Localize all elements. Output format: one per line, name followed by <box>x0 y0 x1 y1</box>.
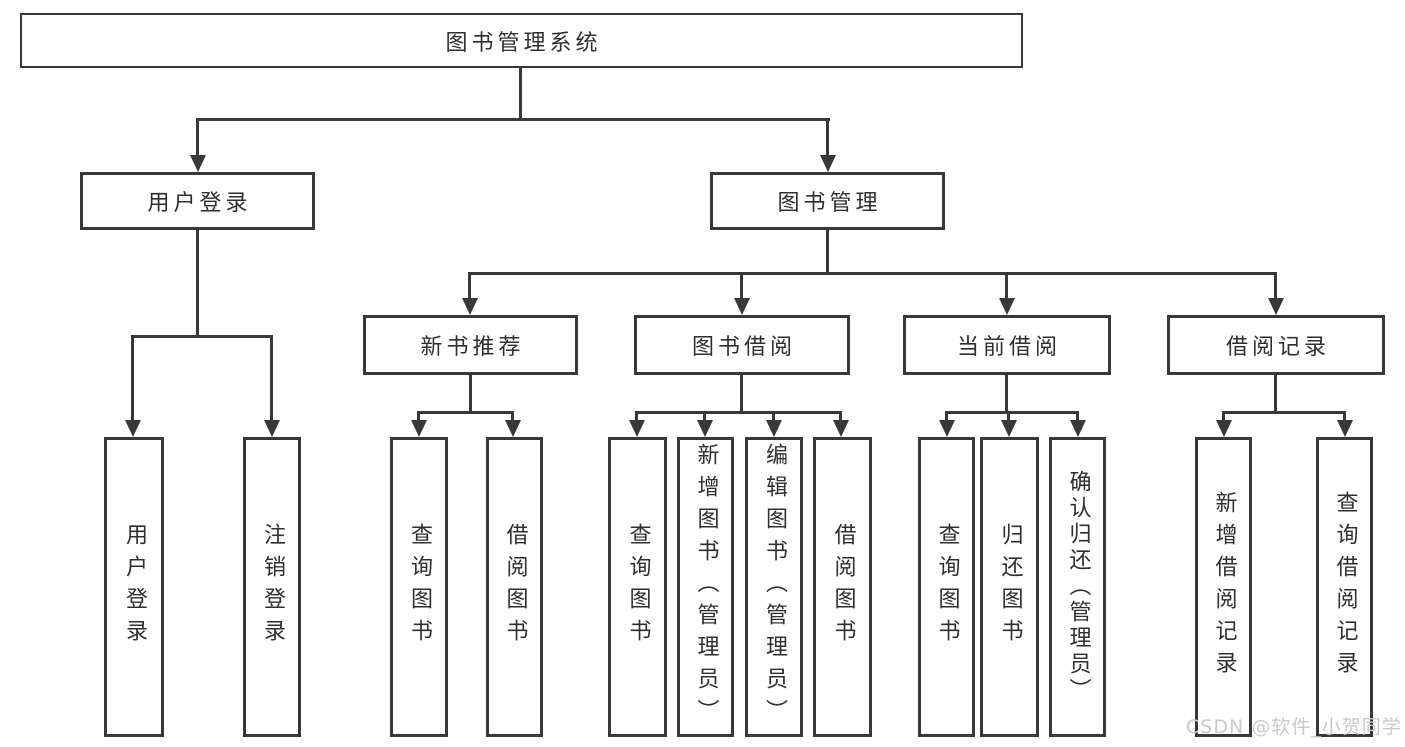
leaf-add-borrow-record-label: 新增借阅记录 <box>1211 491 1237 683</box>
node-borrow-record-label: 借阅记录 <box>1225 335 1330 360</box>
connector-arrow-drop <box>263 335 280 437</box>
leaf-logout-label: 注销登录 <box>260 523 285 651</box>
connector-arrow-drop <box>504 411 521 437</box>
leaf-borrow-book-recommend: 借阅图书 <box>486 437 543 737</box>
leaf-return-book: 归还图书 <box>980 437 1039 737</box>
leaf-user-login-label: 用户登录 <box>122 523 147 651</box>
leaf-confirm-return-admin-label: 确认归还（管理员） <box>1065 470 1091 704</box>
connector-vline <box>469 375 472 411</box>
leaf-confirm-return-admin: 确认归还（管理员） <box>1049 437 1106 737</box>
connector-arrow-drop <box>1267 272 1284 315</box>
connector-arrow-drop <box>461 272 478 315</box>
connector-arrow-drop <box>628 411 645 437</box>
leaf-query-book-recommend-label: 查询图书 <box>407 523 432 651</box>
node-book-borrow-label: 图书借阅 <box>691 335 796 360</box>
leaf-logout: 注销登录 <box>243 437 301 737</box>
node-library-system-label: 图书管理系统 <box>445 30 602 56</box>
connector-arrow-drop <box>832 411 849 437</box>
leaf-return-book-label: 归还图书 <box>997 523 1023 651</box>
node-current-borrow: 当前借阅 <box>903 315 1111 375</box>
leaf-query-book-borrow-label: 查询图书 <box>625 523 651 651</box>
leaf-query-borrow-record: 查询借阅记录 <box>1316 437 1373 737</box>
leaf-borrow-book-recommend-label: 借阅图书 <box>502 523 528 651</box>
node-user-login: 用户登录 <box>80 172 315 230</box>
node-book-management-label: 图书管理 <box>777 191 882 216</box>
leaf-query-book-current-label: 查询图书 <box>934 523 960 651</box>
node-book-management: 图书管理 <box>710 172 945 230</box>
node-borrow-record: 借阅记录 <box>1167 315 1385 375</box>
leaf-borrow-book-label: 借阅图书 <box>830 523 856 651</box>
leaf-query-book-recommend: 查询图书 <box>390 437 448 737</box>
connector-arrow-drop <box>765 411 782 437</box>
node-book-borrow: 图书借阅 <box>634 315 850 375</box>
connector-arrow-drop <box>1069 411 1086 437</box>
leaf-edit-book-admin-label: 编辑图书（管理员） <box>762 443 787 731</box>
connector-hline <box>197 118 830 121</box>
connector-hline <box>636 411 842 414</box>
connector-arrow-drop <box>733 272 750 315</box>
connector-vline <box>519 68 522 118</box>
connector-arrow-drop <box>410 411 427 437</box>
connector-arrow-drop <box>819 118 836 172</box>
connector-vline <box>1274 375 1277 411</box>
connector-vline <box>196 230 199 335</box>
watermark: CSDN @软件_小贺同学 <box>1186 716 1402 738</box>
leaf-add-book-admin-label: 新增图书（管理员） <box>693 443 719 731</box>
connector-hline <box>945 411 1078 414</box>
connector-hline <box>1222 411 1345 414</box>
connector-arrow-drop <box>1000 411 1017 437</box>
leaf-edit-book-admin: 编辑图书（管理员） <box>745 437 803 737</box>
node-new-book-recommend-label: 新书推荐 <box>420 335 525 360</box>
leaf-borrow-book: 借阅图书 <box>813 437 872 737</box>
node-new-book-recommend: 新书推荐 <box>363 315 578 375</box>
leaf-query-book-current: 查询图书 <box>918 437 975 737</box>
connector-arrow-drop <box>696 411 713 437</box>
connector-arrow-drop <box>998 272 1015 315</box>
connector-hline <box>131 335 273 338</box>
leaf-query-book-borrow: 查询图书 <box>608 437 667 737</box>
connector-vline <box>826 230 829 272</box>
connector-vline <box>1005 375 1008 411</box>
connector-arrow-drop <box>938 411 955 437</box>
connector-hline <box>469 272 1277 275</box>
connector-arrow-drop <box>1215 411 1232 437</box>
node-library-system: 图书管理系统 <box>20 13 1023 68</box>
connector-arrow-drop <box>1336 411 1353 437</box>
connector-arrow-drop <box>124 335 141 437</box>
leaf-query-borrow-record-label: 查询借阅记录 <box>1332 491 1358 683</box>
connector-arrow-drop <box>189 118 206 172</box>
connector-hline <box>417 411 514 414</box>
connector-vline <box>740 375 743 411</box>
node-user-login-label: 用户登录 <box>147 191 252 216</box>
leaf-user-login: 用户登录 <box>104 437 164 737</box>
leaf-add-book-admin: 新增图书（管理员） <box>677 437 734 737</box>
leaf-add-borrow-record: 新增借阅记录 <box>1195 437 1252 737</box>
node-current-borrow-label: 当前借阅 <box>956 335 1061 360</box>
